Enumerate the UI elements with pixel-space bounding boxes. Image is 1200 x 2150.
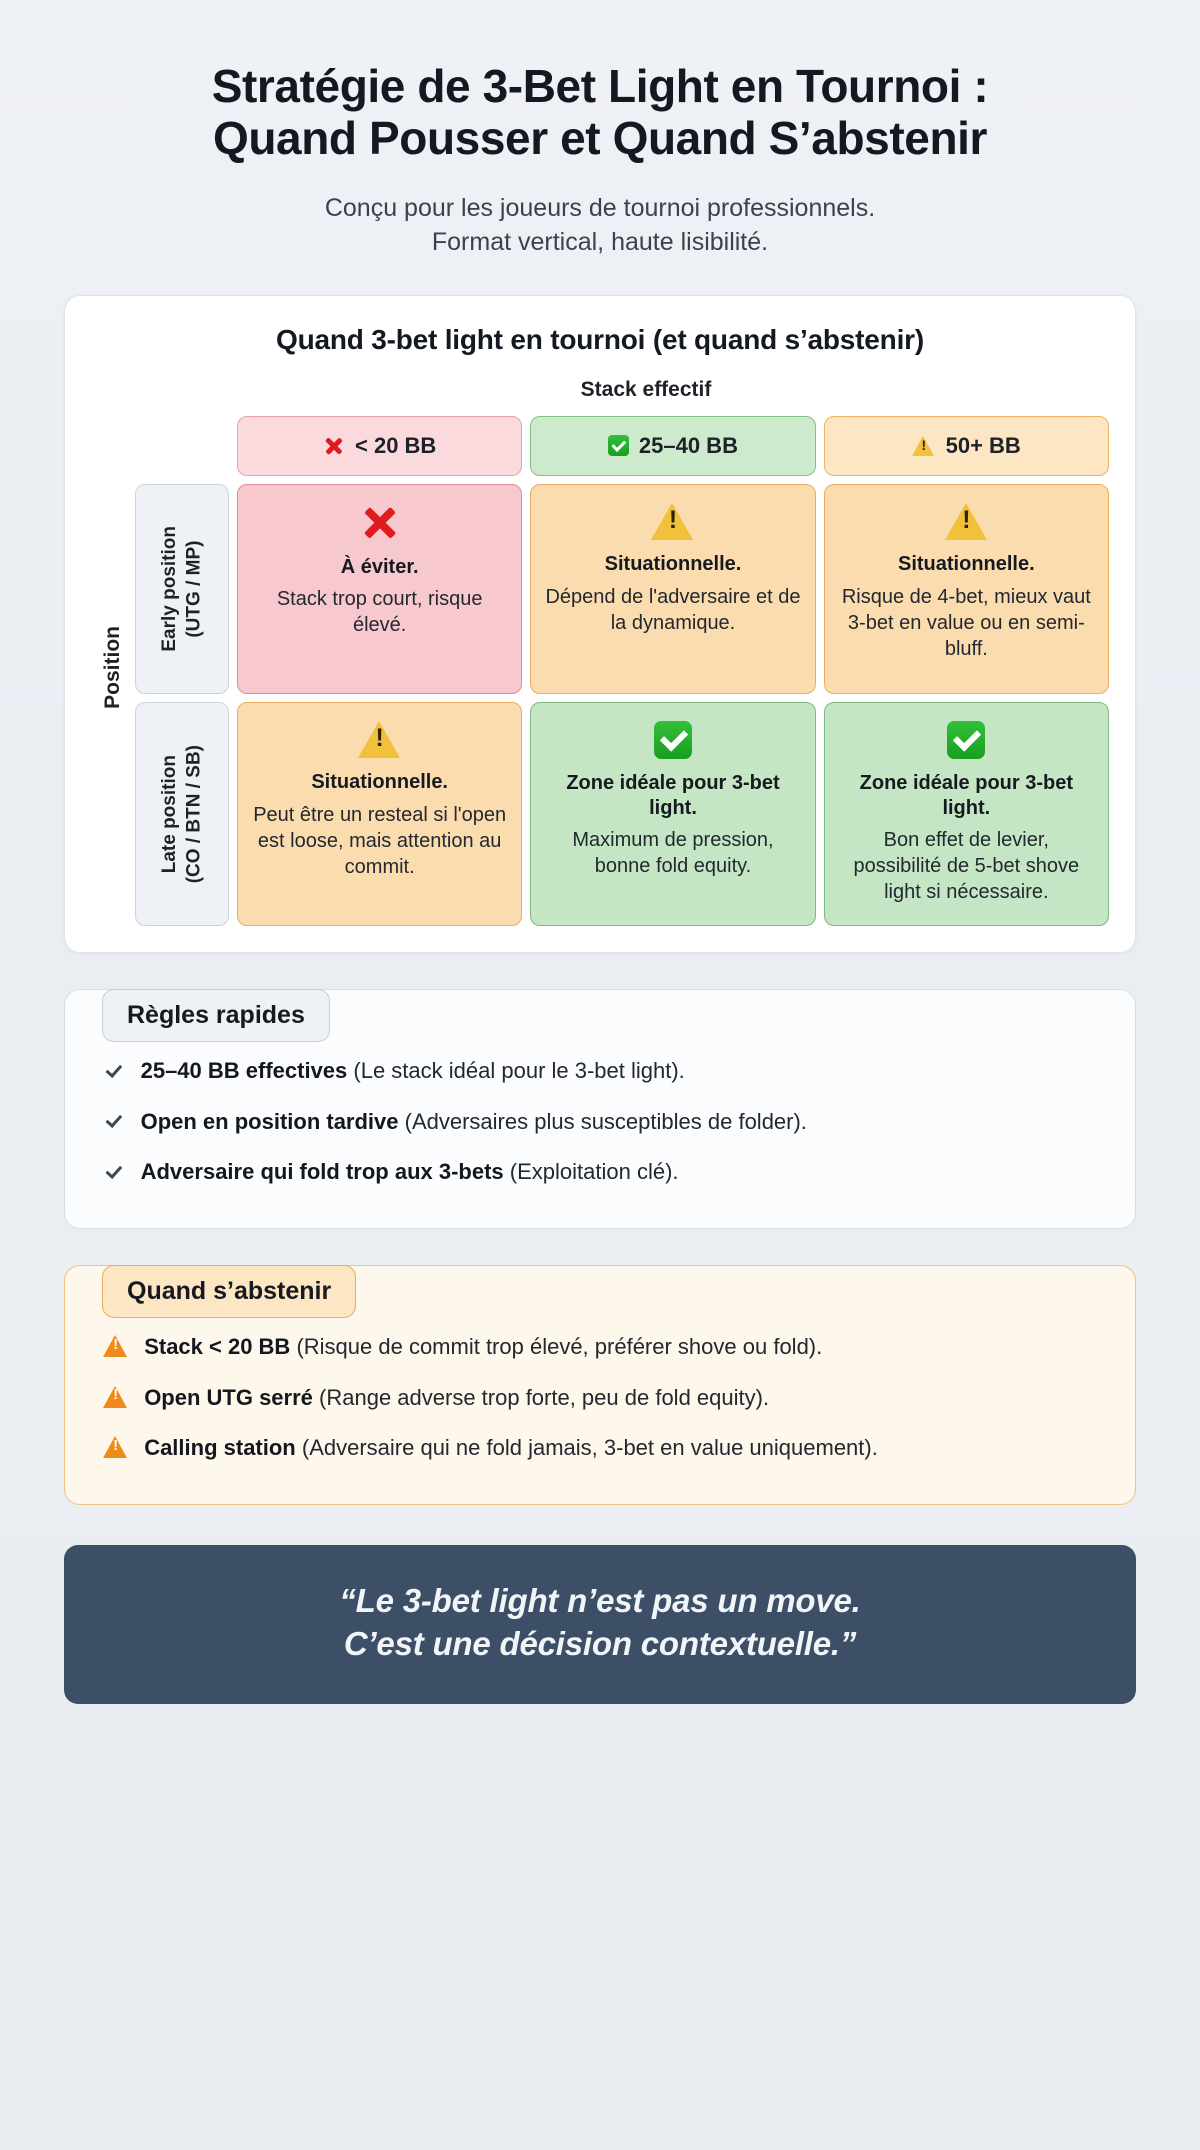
matrix-cell-late-50plus: Zone idéale pour 3-bet light. Bon effet … <box>823 701 1109 927</box>
list-item: 25–40 BB effectives (Le stack idéal pour… <box>103 1046 1097 1097</box>
page-subtitle-line-1: Conçu pour les joueurs de tournoi profes… <box>324 193 876 222</box>
tick-icon <box>103 1110 125 1132</box>
cell-verdict: Situationnelle. <box>311 771 448 794</box>
matrix-cell-late-under20: Situationnelle. Peut être un resteal si … <box>237 701 523 927</box>
list-item-rest: (Adversaire qui ne fold jamais, 3-bet en… <box>295 1435 878 1461</box>
list-item-rest: (Exploitation clé). <box>503 1159 679 1185</box>
list-item-text: Adversaire qui fold trop aux 3-bets (Exp… <box>141 1158 679 1187</box>
matrix-x-axis-label: Stack effectif <box>580 377 712 401</box>
column-header-25-40bb: 25–40 BB <box>530 415 816 476</box>
tick-icon <box>103 1160 125 1182</box>
tick-icon <box>103 1059 125 1081</box>
column-header-label: 50+ BB <box>945 432 1021 458</box>
check-icon <box>947 720 986 759</box>
cell-verdict: Situationnelle. <box>897 553 1035 576</box>
row-header-late-position: Late position (CO / BTN / SB) <box>135 701 229 927</box>
row-header-early-position: Early position (UTG / MP) <box>135 483 229 694</box>
list-item-bold: Open en position tardive <box>140 1108 399 1134</box>
list-item-text: Open en position tardive (Adversaires pl… <box>141 1108 807 1137</box>
cross-icon <box>323 435 345 457</box>
list-item-rest: (Le stack idéal pour le 3-bet light). <box>347 1058 685 1084</box>
page-title-line-1: Stratégie de 3-Bet Light en Tournoi : <box>211 60 989 112</box>
quick-rules-section: Règles rapides 25–40 BB effectives (Le s… <box>64 989 1136 1230</box>
list-item: Adversaire qui fold trop aux 3-bets (Exp… <box>103 1147 1097 1198</box>
row-header-label: Late position <box>158 754 180 874</box>
column-header-label: 25–40 BB <box>638 432 738 458</box>
row-header-sublabel: (UTG / MP) <box>183 540 204 638</box>
cell-detail: Bon effet de levier, possibilité de 5-be… <box>853 829 1080 904</box>
avoid-panel: Stack < 20 BB (Risque de commit trop éle… <box>64 1265 1136 1505</box>
list-item: Calling station (Adversaire qui ne fold … <box>103 1423 1097 1474</box>
cell-detail: Stack trop court, risque élevé. <box>276 588 483 637</box>
quick-rules-panel: 25–40 BB effectives (Le stack idéal pour… <box>64 989 1136 1230</box>
warning-icon <box>944 502 988 541</box>
list-item-text: Open UTG serré (Range adverse trop forte… <box>144 1384 769 1413</box>
check-icon <box>653 720 692 759</box>
quote-banner: “Le 3-bet light n’est pas un move. C’est… <box>64 1544 1136 1704</box>
check-icon <box>608 435 629 457</box>
matrix-corner-spacer <box>135 416 229 476</box>
list-item-rest: (Risque de commit trop élevé, préférer s… <box>290 1334 823 1360</box>
list-item-bold: Adversaire qui fold trop aux 3-bets <box>140 1159 504 1185</box>
list-item-bold: Open UTG serré <box>144 1384 313 1410</box>
cell-verdict: Zone idéale pour 3-bet light. <box>566 771 780 820</box>
matrix-grid: < 20 BB 25–40 BB 50+ BB Early position (… <box>135 415 1109 927</box>
list-item: Open en position tardive (Adversaires pl… <box>103 1097 1097 1148</box>
page-title: Stratégie de 3-Bet Light en Tournoi : Qu… <box>64 60 1136 165</box>
list-item-rest: (Range adverse trop forte, peu de fold e… <box>312 1384 770 1410</box>
list-item-bold: Calling station <box>144 1435 296 1461</box>
quote-line-2: C’est une décision contextuelle.” <box>343 1625 857 1663</box>
warning-icon <box>103 1385 128 1408</box>
matrix-cell-late-25-40: Zone idéale pour 3-bet light. Maximum de… <box>530 701 816 927</box>
cross-icon <box>360 503 400 543</box>
column-header-50plus-bb: 50+ BB <box>823 415 1109 476</box>
avoid-section: Quand s’abstenir Stack < 20 BB (Risque d… <box>64 1265 1136 1505</box>
cell-detail: Maximum de pression, bonne fold equity. <box>572 829 774 878</box>
matrix-cell-early-25-40: Situationnelle. Dépend de l'adversaire e… <box>530 483 816 694</box>
matrix-title: Quand 3-bet light en tournoi (et quand s… <box>275 323 924 355</box>
list-item-text: 25–40 BB effectives (Le stack idéal pour… <box>141 1057 685 1086</box>
list-item-text: Calling station (Adversaire qui ne fold … <box>144 1434 878 1463</box>
avoid-tab: Quand s’abstenir <box>102 1265 357 1319</box>
page-subtitle-line-2: Format vertical, haute lisibilité. <box>431 227 769 256</box>
page-subtitle: Conçu pour les joueurs de tournoi profes… <box>64 191 1136 259</box>
list-item-bold: Stack < 20 BB <box>144 1334 291 1360</box>
list-item: Open UTG serré (Range adverse trop forte… <box>103 1373 1097 1424</box>
matrix-body: Position < 20 BB 25–40 BB 50+ BB <box>91 415 1109 927</box>
warning-icon <box>911 435 936 457</box>
warning-icon <box>651 502 695 541</box>
row-header-sublabel: (CO / BTN / SB) <box>183 744 204 884</box>
list-item: Stack < 20 BB (Risque de commit trop éle… <box>103 1322 1097 1373</box>
quick-rules-tab: Règles rapides <box>102 989 330 1043</box>
column-header-under-20bb: < 20 BB <box>237 415 523 476</box>
warning-icon <box>103 1436 128 1459</box>
column-header-label: < 20 BB <box>355 432 437 458</box>
list-item-bold: 25–40 BB effectives <box>140 1058 348 1084</box>
cell-detail: Dépend de l'adversaire et de la dynamiqu… <box>545 585 801 634</box>
matrix-y-axis-label: Position <box>91 416 135 926</box>
cell-verdict: À éviter. <box>340 555 419 578</box>
cell-verdict: Zone idéale pour 3-bet light. <box>859 771 1073 820</box>
list-item-rest: (Adversaires plus susceptibles de folder… <box>398 1108 807 1134</box>
list-item-text: Stack < 20 BB (Risque de commit trop éle… <box>144 1333 822 1362</box>
matrix-cell-early-50plus: Situationnelle. Risque de 4-bet, mieux v… <box>823 483 1109 694</box>
matrix-cell-early-under20: À éviter. Stack trop court, risque élevé… <box>237 483 523 694</box>
cell-verdict: Situationnelle. <box>604 553 742 576</box>
cell-detail: Risque de 4-bet, mieux vaut 3-bet en val… <box>841 585 1091 660</box>
matrix-y-axis-text: Position <box>101 625 124 709</box>
quote-line-1: “Le 3-bet light n’est pas un move. <box>339 1581 861 1619</box>
decision-matrix-card: Quand 3-bet light en tournoi (et quand s… <box>64 294 1136 954</box>
warning-icon <box>358 720 401 759</box>
cell-detail: Peut être un resteal si l'open est loose… <box>253 803 507 878</box>
row-header-label: Early position <box>158 526 180 652</box>
page-title-line-2: Quand Pousser et Quand S’abstenir <box>212 112 988 165</box>
warning-icon <box>103 1335 128 1358</box>
